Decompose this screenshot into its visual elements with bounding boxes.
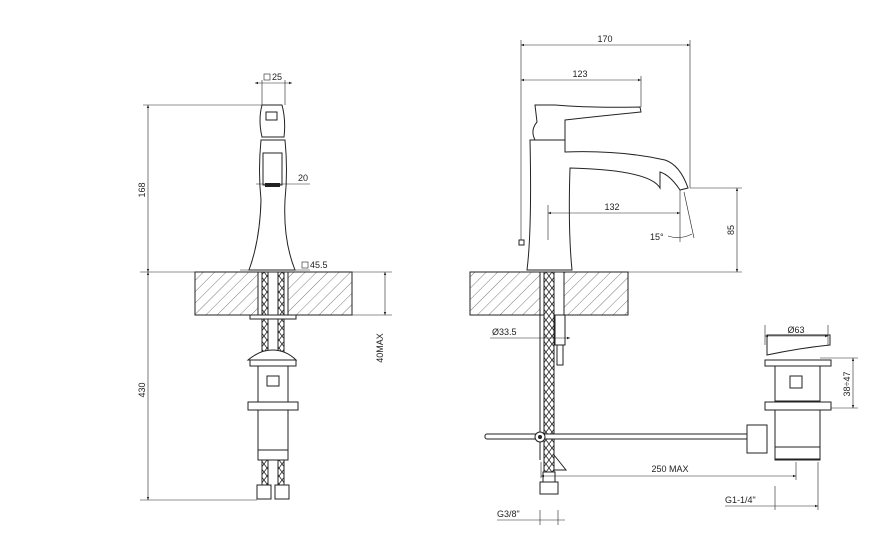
dim-under-counter-height: 430	[137, 382, 147, 397]
handle-side	[532, 104, 642, 141]
dim-drain-cap-diameter: Ø63	[787, 325, 804, 335]
dim-drain-thread: G1-1/4"	[725, 495, 756, 505]
dim-handle-reach: 123	[572, 69, 587, 79]
dim-counter-thickness: 40MAX	[375, 333, 385, 363]
dim-hose-thread: G3/8"	[497, 509, 520, 519]
dim-rod-length: 250 MAX	[651, 464, 688, 474]
faucet-body-front	[259, 104, 286, 138]
drain-cap-front	[246, 349, 298, 361]
faucet-body-side	[526, 139, 689, 271]
front-view: 168 430 40MAX 25 20 45.5	[137, 72, 392, 501]
dim-spout-height: 85	[726, 225, 736, 235]
supply-hose	[543, 271, 555, 473]
dim-shank-diameter: Ø33.5	[492, 327, 517, 337]
dim-body-height: 168	[137, 182, 147, 197]
dim-spout-angle: 15°	[650, 232, 664, 242]
pop-up-rod	[484, 433, 756, 440]
dim-spout-reach: 132	[604, 202, 619, 212]
drain-cap-side	[766, 334, 831, 356]
handle-lever-end	[265, 111, 278, 121]
dim-total-depth: 170	[597, 34, 612, 44]
dim-handle-width: 25	[272, 72, 282, 82]
dim-spout-width: 20	[298, 173, 308, 183]
dim-drain-adjust: 38÷47	[842, 372, 852, 397]
hose-nut	[539, 481, 559, 495]
dim-base-width: 45.5	[310, 260, 328, 270]
side-view: 170 123 132 15° 85 Ø33.5 Ø63 38÷47 250 M…	[469, 34, 858, 525]
